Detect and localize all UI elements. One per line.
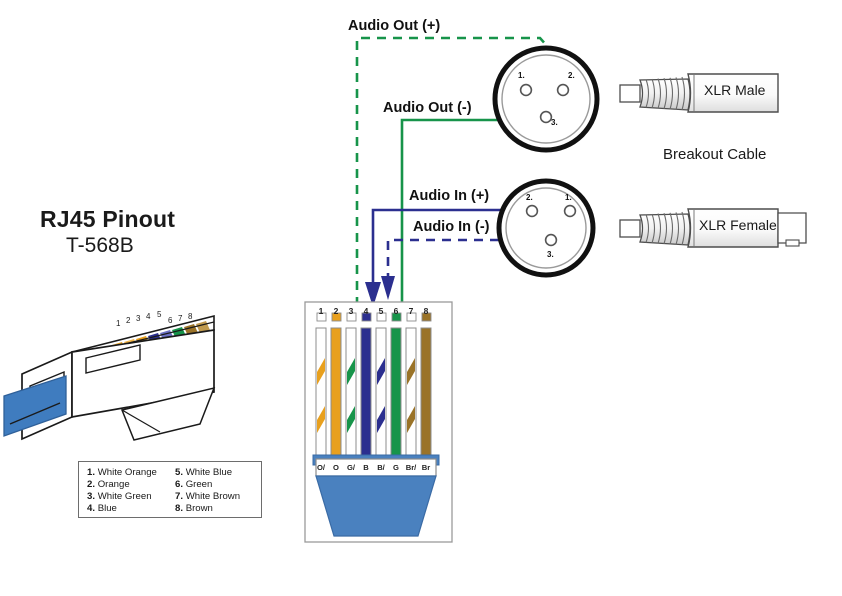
rj45-plug-illustration <box>3 314 216 441</box>
xlr-female-pin-3-label: 3. <box>547 250 554 259</box>
rj45-pin-code: Br/ <box>405 463 417 472</box>
pinout-legend-box: 1. White Orange 5. White Blue 2. Orange … <box>78 461 262 518</box>
rj45-pin-code: Br <box>421 463 431 472</box>
signal-label-audio-in-plus: Audio In (+) <box>409 188 490 204</box>
xlr-male-pin-3-label: 3. <box>551 118 558 127</box>
xlr-male-pin-3 <box>539 110 553 124</box>
rj45-pin-number: 5 <box>378 306 384 316</box>
signal-label-audio-out-minus: Audio Out (-) <box>383 100 472 116</box>
signal-label-audio-in-minus: Audio In (-) <box>413 219 490 235</box>
breakout-cable-label: Breakout Cable <box>663 146 767 163</box>
rj45-plug-pin-numbers: 1 2 3 4 5 6 7 8 <box>116 310 193 328</box>
svg-text:4: 4 <box>146 312 151 321</box>
rj45-pin-number: 4 <box>363 306 369 316</box>
page-subtitle: T-568B <box>66 234 134 257</box>
xlr-male-label: XLR Male <box>704 82 766 98</box>
wire-audio-in-minus <box>381 238 551 300</box>
svg-text:5: 5 <box>157 310 162 319</box>
rj45-pin-number: 7 <box>408 306 414 316</box>
rj45-pin-number: 1 <box>318 306 324 316</box>
svg-text:3: 3 <box>136 314 141 323</box>
rj45-pin-number: 8 <box>423 306 429 316</box>
xlr-female-pin-2-label: 2. <box>526 193 533 202</box>
xlr-male-pin-2-label: 2. <box>568 71 575 80</box>
xlr-female-pin-2 <box>525 204 539 218</box>
xlr-female-face <box>496 178 596 278</box>
signal-label-audio-out-plus: Audio Out (+) <box>348 18 441 34</box>
xlr-female-label: XLR Female <box>699 217 777 233</box>
svg-text:7: 7 <box>178 314 183 323</box>
svg-text:2: 2 <box>126 316 131 325</box>
xlr-male-pin-1-label: 1. <box>518 71 525 80</box>
xlr-female-connector-illustration <box>619 208 807 248</box>
xlr-female-pin-1-label: 1. <box>565 193 572 202</box>
svg-text:1: 1 <box>116 319 121 328</box>
rj45-pin-code: B/ <box>377 463 385 472</box>
svg-text:8: 8 <box>188 312 193 321</box>
legend-entry: 7. White Brown <box>175 491 241 502</box>
rj45-pin-color-chips <box>316 312 432 322</box>
rj45-pin-code: G/ <box>346 463 356 472</box>
rj45-pin-code: B <box>363 463 369 472</box>
rj45-pin-number: 6 <box>393 306 399 316</box>
xlr-male-connector-illustration <box>619 73 779 113</box>
rj45-jack-body <box>312 454 440 537</box>
legend-entry: 6. Green <box>175 479 213 490</box>
legend-entry: 2. Orange <box>87 479 130 490</box>
page-title: RJ45 Pinout <box>40 206 176 232</box>
rj45-pin-code: O <box>333 463 339 472</box>
rj45-pin-code: O/ <box>316 463 326 472</box>
xlr-male-pin-2 <box>556 83 570 97</box>
legend-entry: 1. White Orange <box>87 467 157 478</box>
xlr-female-pin-3 <box>544 233 558 247</box>
legend-entry: 3. White Green <box>87 491 152 502</box>
xlr-male-pin-1 <box>519 83 533 97</box>
legend-entry: 5. White Blue <box>175 467 233 478</box>
legend-entry: 8. Brown <box>175 503 213 514</box>
svg-text:6: 6 <box>168 316 173 325</box>
rj45-pin-number: 2 <box>333 306 339 316</box>
xlr-male-face <box>492 45 600 153</box>
rj45-pin-number: 3 <box>348 306 354 316</box>
xlr-female-pin-1 <box>563 204 577 218</box>
legend-entry: 4. Blue <box>87 503 117 514</box>
rj45-pin-code: G <box>393 463 399 472</box>
wire-audio-in-plus <box>365 208 537 307</box>
